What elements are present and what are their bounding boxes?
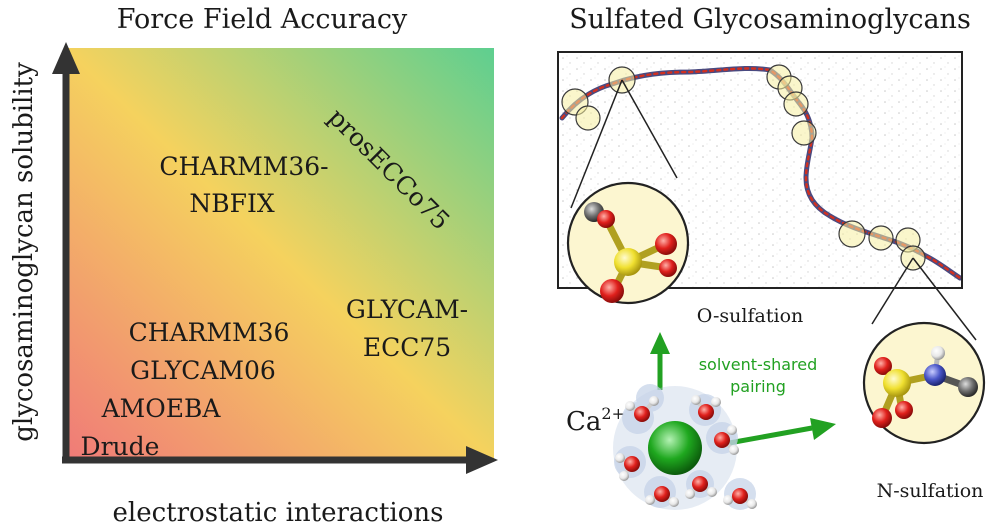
ff-label-charmm36-nbfix-line2: NBFIX	[189, 189, 274, 218]
n-sulfation-zoom	[862, 321, 986, 445]
ff-label-drude: Drude	[81, 432, 160, 461]
zoom-line-n-right	[912, 257, 977, 341]
o-sulfation-label: O-sulfation	[697, 305, 804, 327]
oxygen-atom	[655, 233, 677, 255]
oxygen-atom	[895, 401, 913, 419]
y-axis-label: glycosaminoglycan solubility	[9, 62, 39, 442]
right-panel-title: Sulfated Glycosaminoglycans	[569, 4, 971, 35]
n-sulfation-label: N-sulfation	[877, 480, 984, 502]
calcium-ion-label: Ca2+	[566, 404, 625, 437]
x-axis-arrowhead	[466, 446, 498, 474]
sulfur-atom	[614, 248, 642, 276]
zoom-line-n-left	[871, 257, 914, 325]
x-axis-label: electrostatic interactions	[113, 498, 444, 528]
ff-label-glycam-ecc75-line2: ECC75	[363, 333, 451, 362]
o-sulfation-zoom	[566, 181, 690, 305]
hydrogen-atom	[931, 346, 945, 360]
oxygen-atom	[872, 408, 892, 428]
ff-label-charmm36-nbfix-line1: CHARMM36-	[159, 152, 328, 181]
sulfate-highlights	[561, 64, 926, 271]
calcium-symbol: Ca	[566, 407, 601, 437]
zoom-line-o-left	[570, 79, 623, 209]
zoom-line-o-right	[621, 79, 678, 179]
ff-label-charmm36: CHARMM36	[129, 318, 290, 347]
pairing-label-line1: solvent-shared	[699, 355, 818, 374]
ff-label-amoeba: AMOEBA	[101, 394, 222, 423]
oxygen-atom	[659, 259, 677, 277]
left-panel-title: Force Field Accuracy	[117, 4, 408, 35]
calcium-atom	[648, 421, 702, 475]
accuracy-gradient-square	[66, 48, 494, 460]
carbon-atom	[958, 377, 978, 397]
hydrated-calcium-cluster	[613, 384, 757, 510]
nitrogen-atom	[924, 364, 946, 386]
sulfur-atom	[883, 369, 911, 397]
ff-label-glycam06: GLYCAM06	[130, 356, 276, 385]
water-molecules	[615, 395, 757, 509]
y-axis-arrowhead	[52, 42, 80, 74]
ff-label-glycam-ecc75-line1: GLYCAM-	[346, 295, 468, 324]
oxygen-atom	[600, 279, 624, 303]
calcium-charge: 2+	[601, 404, 625, 423]
oxygen-atom	[597, 210, 615, 228]
oxygen-atom	[874, 357, 892, 375]
pairing-label-line2: pairing	[730, 377, 786, 396]
